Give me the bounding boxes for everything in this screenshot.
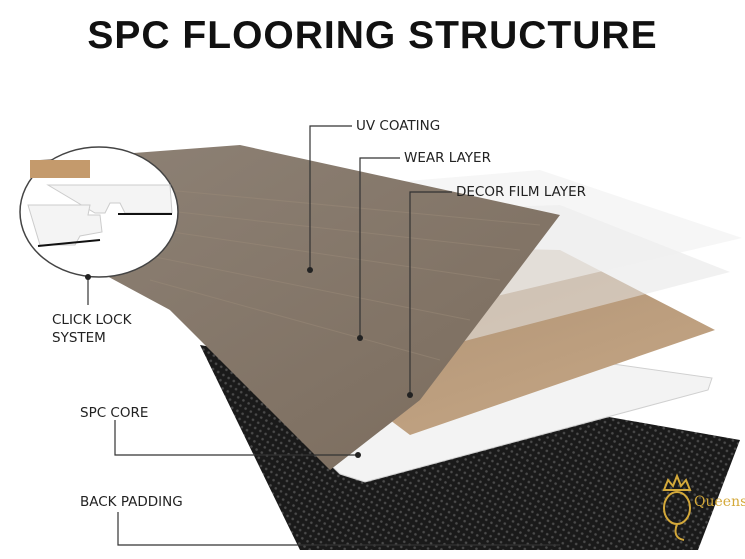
click-lock-label-line1: CLICK LOCK (52, 312, 132, 328)
click-lock-profile-icon (27, 160, 173, 247)
spc-core-label: SPC CORE (80, 405, 149, 421)
back-padding-label: BACK PADDING (80, 494, 183, 510)
logo-text: Queensl (694, 494, 745, 510)
queensl-logo-icon (662, 473, 692, 541)
decor-film-layer-label: DECOR FILM LAYER (456, 184, 587, 200)
click-lock-label-line2: SYSTEM (52, 330, 106, 346)
uv-coating-label: UV COATING (356, 118, 441, 134)
wear-layer-label: WEAR LAYER (404, 150, 491, 166)
page-title: SPC FLOORING STRUCTURE (87, 14, 658, 57)
